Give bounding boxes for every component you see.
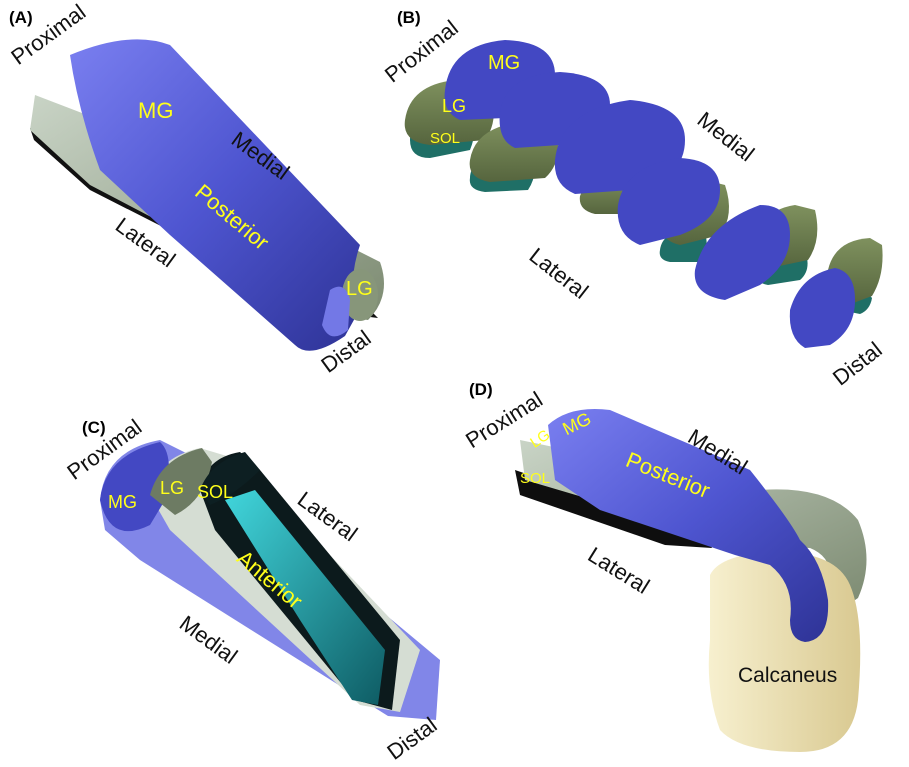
panel-b-lg-label: LG: [442, 96, 466, 117]
panel-a-mg-label: MG: [138, 98, 173, 124]
panel-b-mg-label: MG: [488, 52, 520, 75]
panel-d-sol-label: SOL: [520, 470, 550, 487]
panel-d-calcaneus-label: Calcaneus: [738, 664, 837, 688]
panel-c-sol-label: SOL: [197, 482, 233, 503]
panel-b-sol-label: SOL: [430, 130, 460, 147]
panel-b-illustration: [405, 40, 883, 348]
panel-b-label: (B): [397, 8, 421, 28]
panel-a-label: (A): [9, 8, 33, 28]
panel-d-illustration: [515, 409, 867, 752]
panel-d-label: (D): [469, 380, 493, 400]
panel-c-lg-label: LG: [160, 478, 184, 499]
panel-c-mg-label: MG: [108, 492, 137, 513]
panel-a-lg-label: LG: [346, 278, 373, 301]
